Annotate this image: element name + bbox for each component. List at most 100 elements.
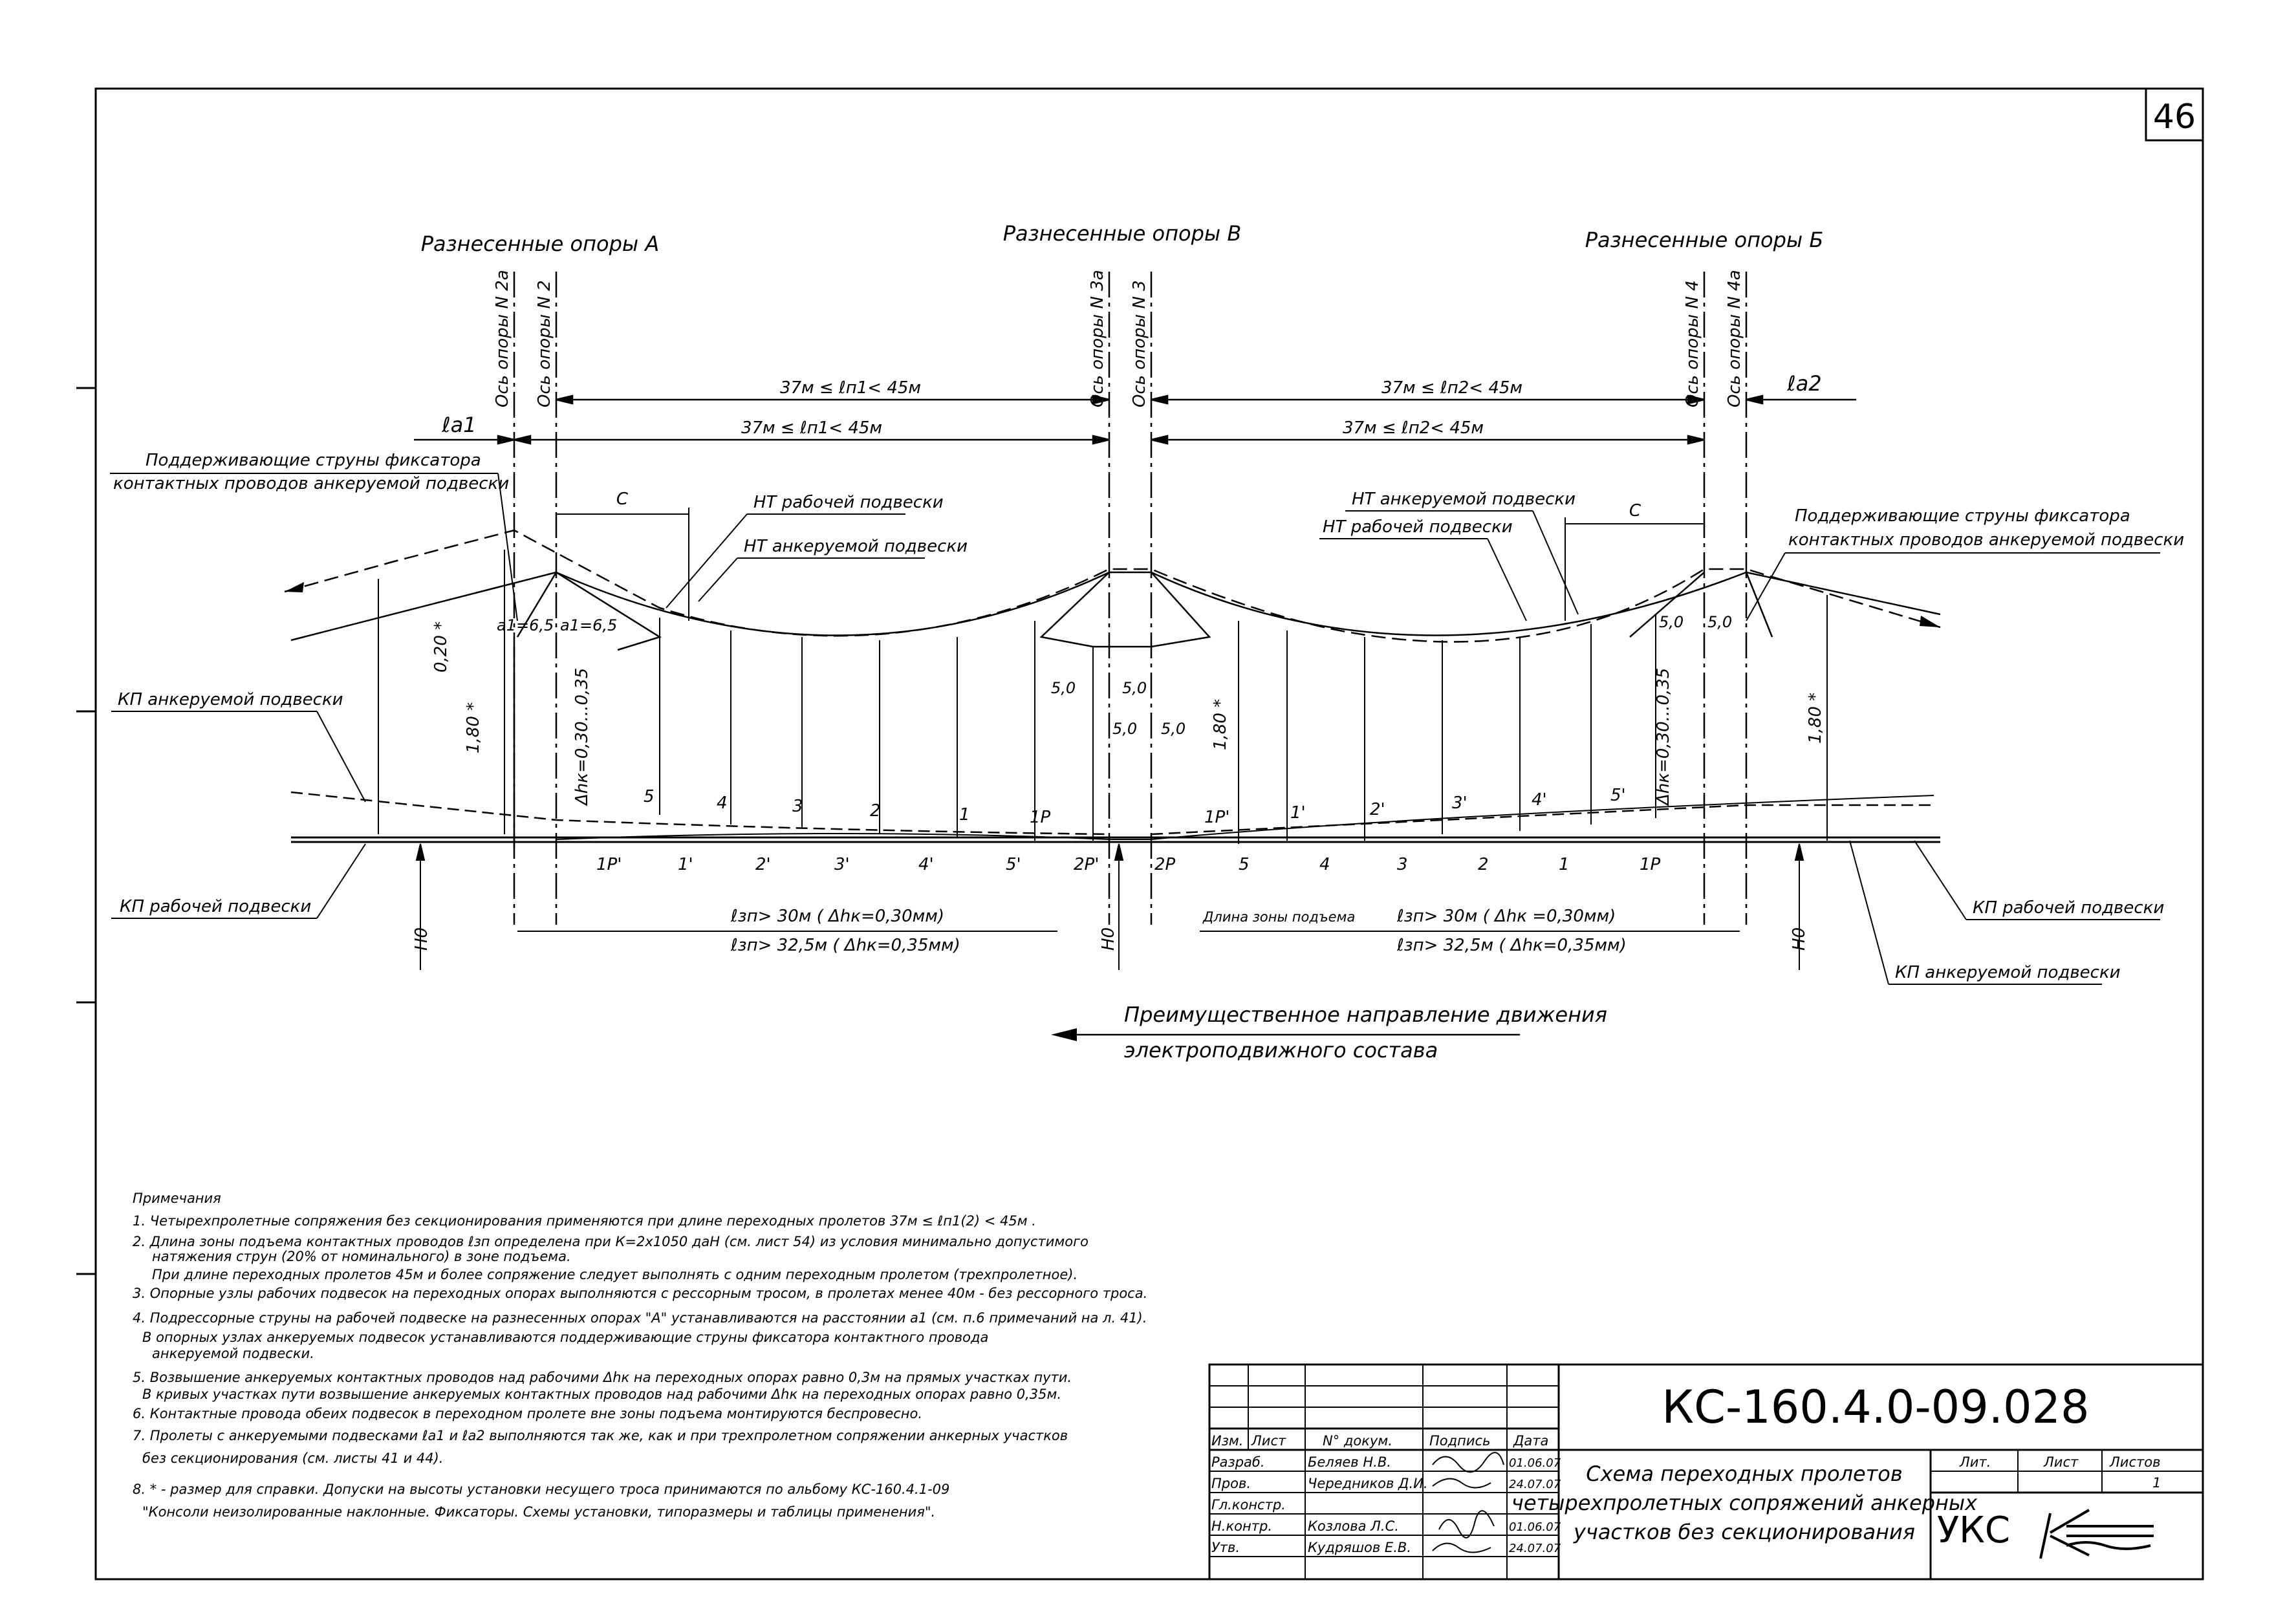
note-line: В опорных узлах анкеруемых подвесок уста…	[142, 1330, 988, 1345]
tb-header-list: Лист	[1251, 1433, 1286, 1449]
note-line: натяжения струн (20% от номинального) в …	[152, 1249, 571, 1264]
working-catenary	[290, 571, 1941, 847]
dim-180-left: 1,80 *	[464, 702, 483, 753]
dim-five: 5,0	[1161, 720, 1186, 738]
dim-dhk-right: Δhк=0,30...0,35	[1654, 668, 1673, 806]
h0-arrows	[415, 843, 1804, 970]
notes-block: Примечания 1. Четырехпролетные сопряжени…	[133, 1191, 1147, 1520]
string-label: 2Р'	[1074, 855, 1099, 874]
string-label: 2Р	[1154, 855, 1176, 874]
axis-label-2a: Ось опоры N 2а	[493, 270, 512, 407]
support-group-a-label: Разнесенные опоры А	[421, 232, 660, 256]
string-label: 4'	[1532, 790, 1547, 810]
tb-role: Пров.	[1211, 1476, 1251, 1491]
tb-sheets-label: Листов	[2109, 1454, 2160, 1470]
note-line: анкеруемой подвески.	[152, 1346, 314, 1361]
org-logo-icon	[2039, 1509, 2154, 1559]
callout-kp-anchor-left: КП анкеруемой подвески	[118, 690, 343, 709]
tb-sheet-label: Лист	[2043, 1454, 2079, 1470]
tb-name: Кудряшов Е.В.	[1308, 1540, 1411, 1555]
title-block	[1208, 1363, 2204, 1580]
tb-name: Чередников Д.И.	[1308, 1476, 1428, 1491]
c-right: С	[1629, 501, 1641, 521]
string-label: 2	[870, 801, 881, 821]
sheet-number: 46	[2153, 98, 2196, 136]
string-label: 1Р	[1640, 855, 1661, 874]
string-label: 2'	[1370, 800, 1385, 819]
callout-support-strings-left-2: контактных проводов анкеруемой подвески	[113, 474, 509, 493]
note-line: 4. Подрессорные струны на рабочей подвес…	[133, 1310, 1147, 1326]
callout-kp-work-right: КП рабочей подвески	[1973, 898, 2164, 918]
notes-title: Примечания	[133, 1191, 221, 1206]
tb-date: 01.06.07	[1509, 1520, 1561, 1534]
support-group-v-label: Разнесенные опоры В	[1003, 221, 1242, 246]
tb-role: Утв.	[1211, 1540, 1240, 1555]
a1-right: а1=6,5	[560, 616, 617, 634]
tb-header-sign: Подпись	[1429, 1433, 1490, 1449]
dim-dhk-left: Δhк=0,30...0,35	[572, 668, 592, 806]
callout-kp-anchor-right: КП анкеруемой подвески	[1895, 963, 2121, 982]
tb-title-line-1: Схема переходных пролетов	[1586, 1462, 1902, 1486]
tb-lit-label: Лит.	[1959, 1454, 1991, 1470]
anchor-span-right: ℓа2	[1786, 371, 1821, 396]
dim-180-mid: 1,80 *	[1211, 699, 1230, 750]
callout-nt-anchor-right: НТ анкеруемой подвески	[1352, 490, 1576, 509]
anchored-catenary	[284, 529, 1941, 643]
c-dimensions	[556, 508, 1704, 621]
callout-nt-work-left: НТ рабочей подвески	[753, 493, 944, 512]
lift-zone-right-prefix: Длина зоны подъема	[1202, 909, 1355, 925]
string-label: 1	[1559, 855, 1570, 874]
note-line: без секционирования (см. листы 41 и 44).	[142, 1451, 444, 1466]
dim-five: 5,0	[1707, 613, 1732, 631]
string-label: 2	[1478, 855, 1489, 874]
span-upper-right: 37м ≤ ℓп2< 45м	[1381, 378, 1522, 398]
tb-name: Беляев Н.В.	[1308, 1454, 1391, 1470]
dim-five: 5,0	[1112, 720, 1137, 738]
string-label: 5'	[1006, 855, 1021, 874]
dim-020: 0,20 *	[431, 621, 451, 673]
note-line: При длине переходных пролетов 45м и боле…	[152, 1267, 1078, 1282]
doc-code: КС-160.4.0-09.028	[1662, 1381, 2089, 1434]
string-label: 1'	[1290, 803, 1306, 823]
string-label: 3	[1397, 855, 1408, 874]
note-line: "Консоли неизолированные наклонные. Фикс…	[142, 1504, 935, 1520]
string-label: 1Р'	[1204, 808, 1229, 827]
direction-arrow-icon	[1051, 1028, 1077, 1041]
tb-header-date: Дата	[1513, 1433, 1548, 1449]
lift-zone-left-2: ℓзп> 32,5м ( Δhк=0,35мм)	[730, 936, 960, 955]
string-label: 1'	[678, 855, 693, 874]
tb-header-doc: N° докум.	[1323, 1433, 1392, 1449]
string-labels-lower-right: 5 4 3 2 1 1Р	[1239, 855, 1661, 874]
string-label: 3	[792, 797, 803, 816]
tb-name: Козлова Л.С.	[1308, 1518, 1399, 1534]
string-label: 3'	[1452, 793, 1467, 813]
axis-label-3: Ось опоры N 3	[1130, 280, 1149, 407]
support-group-b-label: Разнесенные опоры Б	[1585, 228, 1824, 252]
direction-line-2: электроподвижного состава	[1124, 1038, 1438, 1062]
tb-header-izm: Изм.	[1211, 1433, 1243, 1449]
callout-nt-anchor-left: НТ анкеруемой подвески	[744, 537, 968, 556]
direction-line-1: Преимущественное направление движения	[1124, 1002, 1607, 1027]
axis-label-4a: Ось опоры N 4а	[1725, 270, 1744, 407]
lift-zone-right-1: ℓзп> 30м ( Δhк =0,30мм)	[1396, 907, 1616, 926]
tb-title-line-2: четырехпролетных сопряжений анкерных	[1511, 1491, 1978, 1515]
axis-label-4: Ось опоры N 4	[1683, 280, 1702, 407]
tb-title-line-3: участков без секционирования	[1573, 1520, 1915, 1544]
note-line: 3. Опорные узлы рабочих подвесок на пере…	[133, 1286, 1147, 1301]
tb-date: 24.07.07	[1509, 1542, 1561, 1555]
outer-frame	[94, 87, 2204, 1580]
callout-nt-work-right: НТ рабочей подвески	[1323, 517, 1513, 537]
h0-mid: Н0	[1099, 927, 1118, 951]
span-dimensions	[414, 394, 1856, 445]
string-label: 2'	[755, 855, 771, 874]
note-line: 8. * - размер для справки. Допуски на вы…	[133, 1482, 949, 1497]
span-lower-left: 37м ≤ ℓп1< 45м	[741, 418, 882, 438]
anchor-span-left: ℓа1	[441, 413, 476, 437]
lift-zone-left-1: ℓзп> 30м ( Δhк=0,30мм)	[730, 907, 944, 926]
tb-date: 24.07.07	[1509, 1478, 1561, 1491]
note-line: 2. Длина зоны подъема контактных проводо…	[133, 1234, 1088, 1249]
dim-five: 5,0	[1659, 613, 1684, 631]
note-line: 6. Контактные провода обеих подвесок в п…	[133, 1406, 922, 1421]
note-line: В кривых участках пути возвышение анкеру…	[142, 1386, 1061, 1402]
